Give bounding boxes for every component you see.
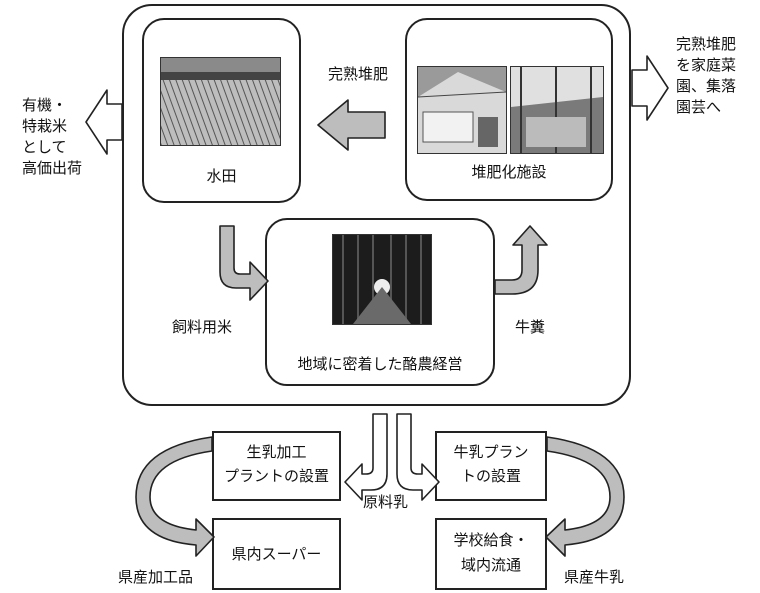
- left-note-line-1: 有機・: [22, 96, 68, 114]
- barn-photo: [417, 66, 507, 154]
- dairy-label: 地域に密着した酪農経営: [297, 355, 463, 373]
- compost-facility-label: 堆肥化施設: [471, 163, 547, 181]
- barn-interior-photo: [510, 66, 604, 154]
- arrow-out-left: [85, 89, 123, 155]
- arrow-raw-milk-right: [396, 413, 440, 501]
- raw-milk-plant-line-2: プラントの設置: [223, 467, 329, 485]
- raw-milk-plant-line-1: 生乳加工: [246, 443, 307, 461]
- rice-field-photo: [160, 57, 281, 146]
- raw-milk-plant-box: [212, 431, 341, 501]
- manure-label: 牛糞: [515, 318, 546, 336]
- right-note-line-1: 完熟堆肥: [676, 35, 737, 53]
- right-note-line-3: 園、集落: [676, 77, 737, 95]
- school-lunch-line-2: 域内流通: [460, 556, 521, 574]
- arrow-raw-milk-left: [344, 413, 388, 501]
- prefecture-milk-label: 県産牛乳: [564, 568, 625, 586]
- school-lunch-box: [435, 518, 547, 590]
- arrow-plant-to-supermarket: [135, 436, 215, 557]
- right-note-line-2: を家庭菜: [676, 56, 737, 74]
- milk-plant-line-2: トの設置: [460, 467, 521, 485]
- left-note-line-3: として: [22, 138, 67, 156]
- arrow-compost-to-paddy: [317, 99, 386, 151]
- arrow-manure: [494, 225, 548, 295]
- feed-rice-label: 飼料用米: [172, 318, 233, 336]
- milk-plant-box: [435, 431, 547, 501]
- left-note-line-2: 特栽米: [22, 117, 68, 135]
- left-note-line-4: 高価出荷: [22, 159, 83, 177]
- arrow-feed-rice: [219, 225, 269, 301]
- mature-compost-label: 完熟堆肥: [328, 65, 389, 83]
- cowshed-photo: [332, 234, 432, 325]
- supermarket-label: 県内スーパー: [231, 545, 322, 563]
- rice-paddy-label: 水田: [206, 167, 237, 185]
- supermarket-box: [212, 518, 341, 590]
- school-lunch-line-1: 学校給食・: [453, 531, 529, 549]
- arrow-out-right: [631, 55, 669, 121]
- milk-plant-line-1: 牛乳プラン: [453, 443, 529, 461]
- processed-products-label: 県産加工品: [118, 568, 194, 586]
- right-note-line-4: 園芸へ: [676, 98, 722, 116]
- arrow-plant-to-school: [545, 436, 625, 557]
- raw-milk-label: 原料乳: [363, 493, 409, 511]
